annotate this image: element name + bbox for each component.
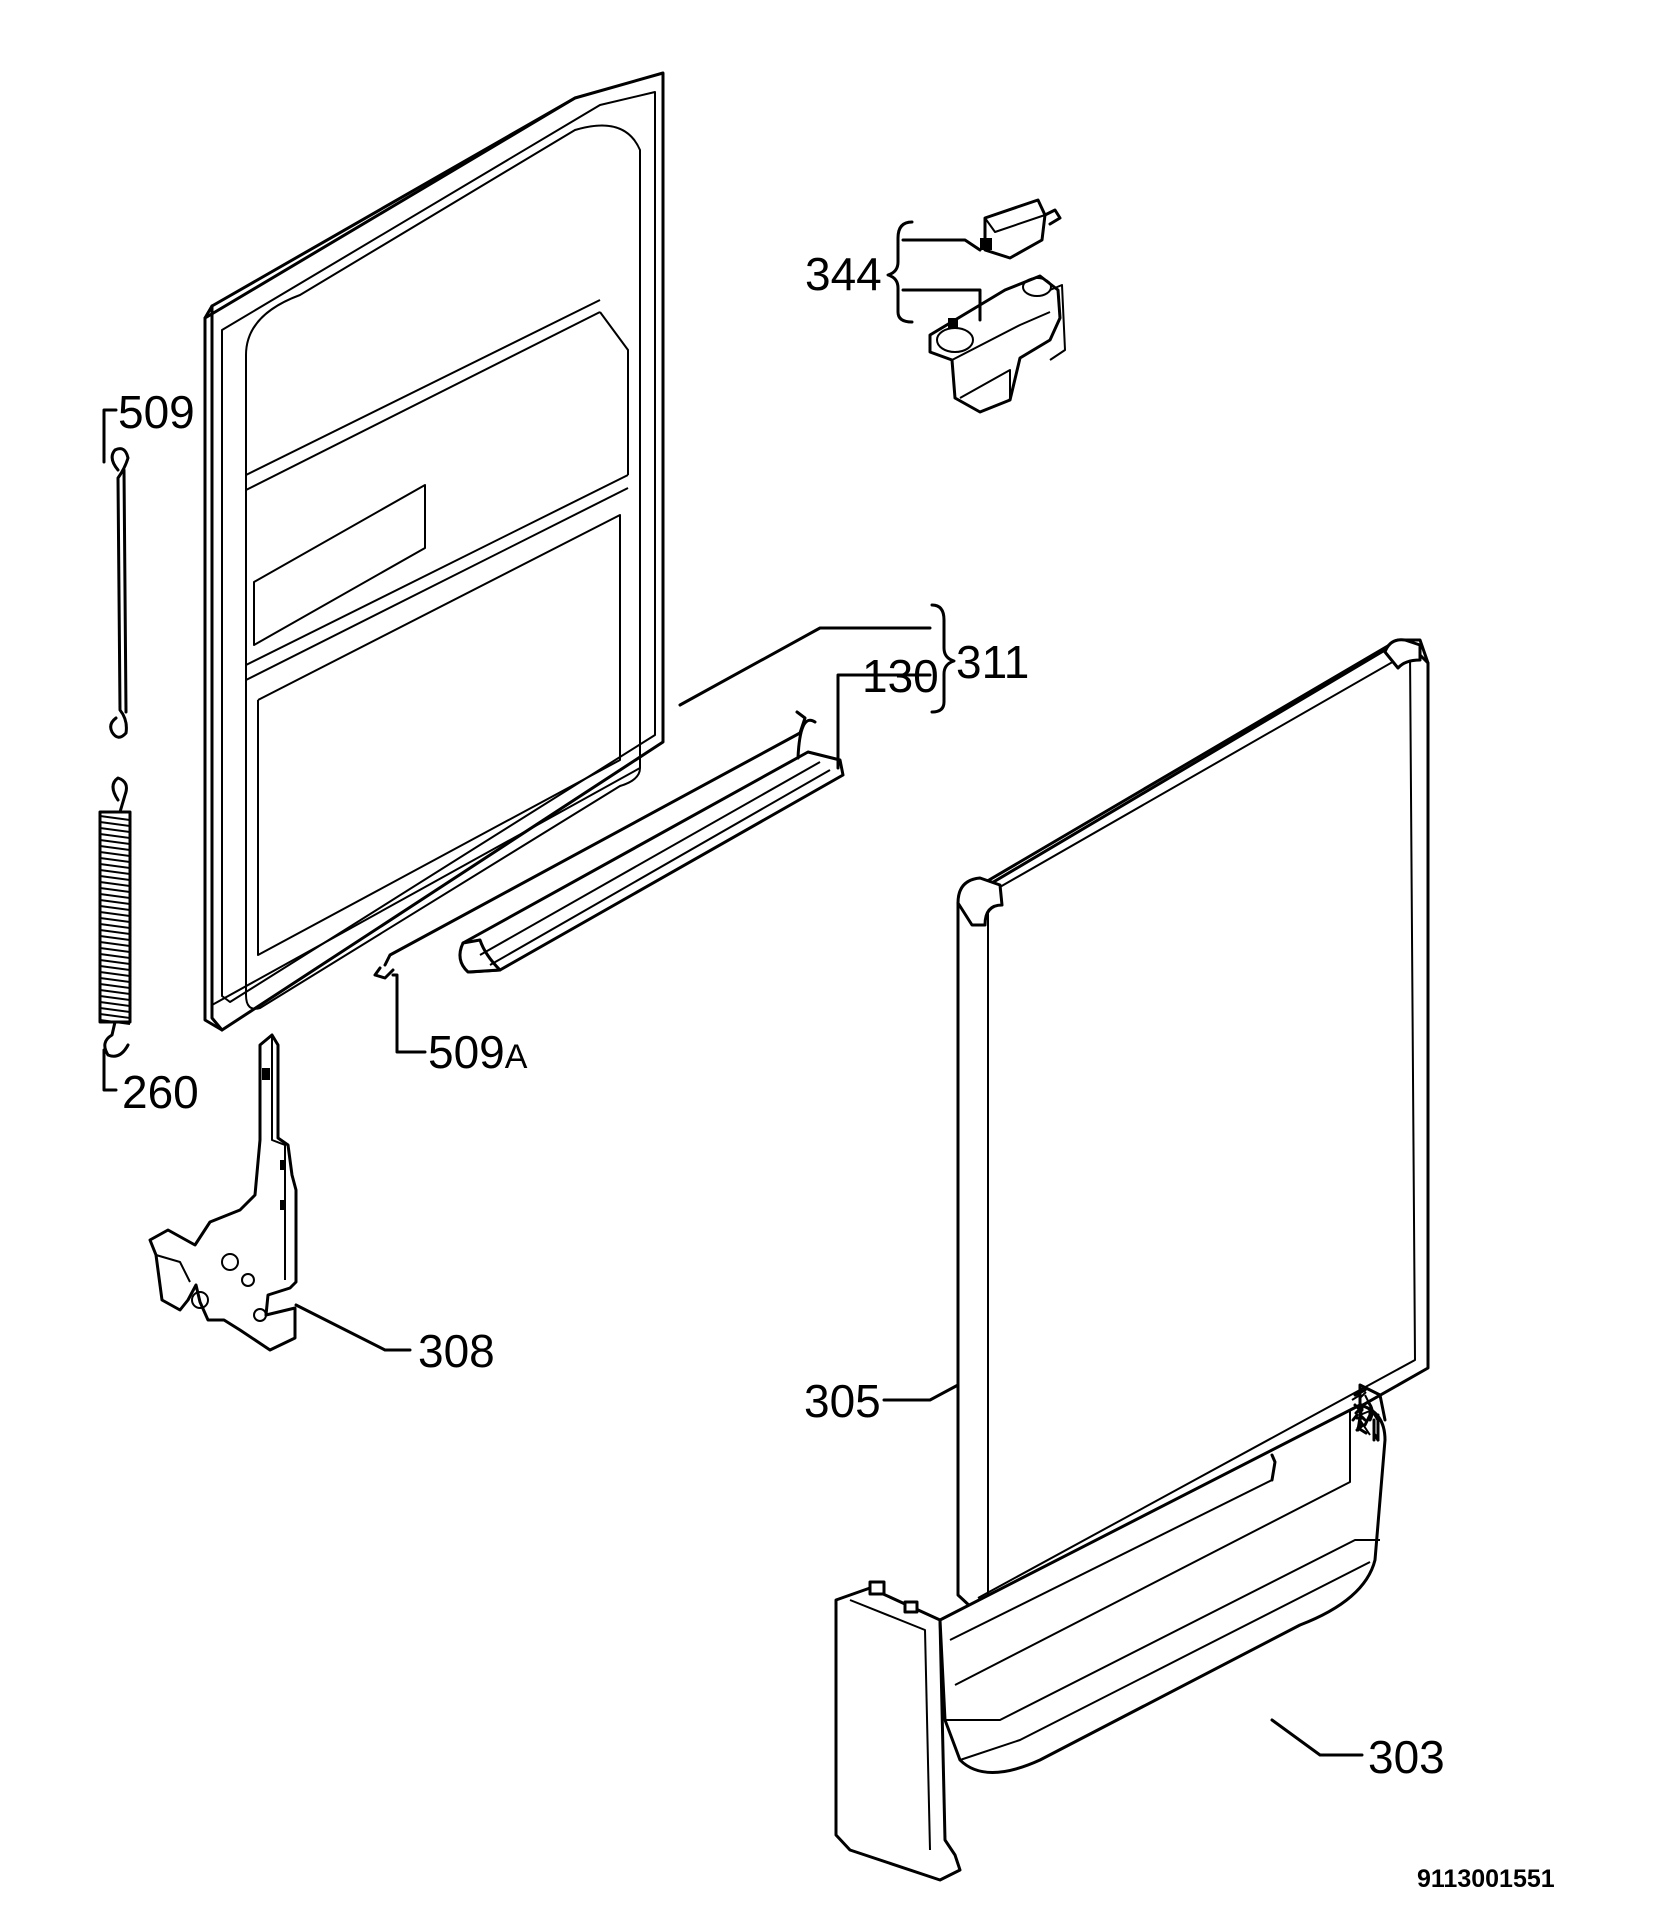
door-latch-344	[928, 198, 1066, 414]
spring-coil-winding	[99, 929, 131, 935]
spring-coil-winding	[99, 923, 131, 929]
door-hinge-308	[148, 1033, 298, 1352]
door-seal-strip	[458, 718, 845, 974]
spring-coil-winding	[99, 857, 131, 863]
label-509a: 509A	[428, 1026, 528, 1078]
hook-spring-509	[109, 447, 130, 739]
label-509: 509	[118, 386, 195, 438]
label-308: 308	[418, 1325, 495, 1377]
spring-coil-winding	[99, 1001, 131, 1007]
label-260: 260	[122, 1066, 199, 1118]
spring-coil-winding	[99, 863, 131, 869]
spring-coil-winding	[99, 1013, 131, 1019]
spring-coil-winding	[99, 827, 131, 833]
part-labels: 509 260 344 311 130 509A 308 305 303 911…	[118, 248, 1555, 1893]
label-344: 344	[805, 248, 882, 300]
spring-coil-winding	[99, 845, 131, 851]
bottom-plinth-303	[834, 1383, 1387, 1882]
wire-rod-509a	[373, 710, 807, 980]
spring-coil-winding	[99, 977, 131, 983]
spring-coil-winding	[99, 815, 131, 821]
spring-coil-winding	[99, 959, 131, 965]
leader-lines	[102, 220, 1364, 1757]
spring-coil-winding	[99, 905, 131, 911]
spring-coil-winding	[99, 899, 131, 905]
spring-coil-winding	[99, 833, 131, 839]
label-509a-suffix: A	[505, 1038, 528, 1076]
spring-coil-winding	[99, 941, 131, 947]
label-303: 303	[1368, 1731, 1445, 1783]
label-130: 130	[862, 650, 939, 702]
spring-coil-winding	[99, 911, 131, 917]
spring-coil-winding	[99, 881, 131, 887]
spring-coil-winding	[99, 965, 131, 971]
label-305: 305	[804, 1375, 881, 1427]
drawing-code: 9113001551	[1417, 1865, 1555, 1893]
inner-door-panel	[203, 71, 665, 1032]
label-311: 311	[956, 636, 1029, 688]
spring-coil-winding	[99, 839, 131, 845]
spring-coil-winding	[99, 851, 131, 857]
spring-coil-winding	[99, 869, 131, 875]
spring-coil-winding	[99, 983, 131, 989]
spring-coil-winding	[99, 971, 131, 977]
coil-spring-260	[98, 776, 132, 1058]
decor-panel-305	[956, 638, 1430, 1612]
spring-coil-winding	[99, 995, 131, 1001]
spring-coil-winding	[99, 935, 131, 941]
spring-coil-winding	[99, 953, 131, 959]
spring-coil-winding	[99, 875, 131, 881]
spring-coil-winding	[99, 917, 131, 923]
label-509a-number: 509	[428, 1026, 505, 1078]
spring-coil-winding	[99, 989, 131, 995]
spring-coil-winding	[99, 947, 131, 953]
spring-coil-winding	[99, 1007, 131, 1013]
spring-coil-winding	[99, 893, 131, 899]
spring-coil-winding	[99, 887, 131, 893]
spring-coil-winding	[99, 821, 131, 827]
